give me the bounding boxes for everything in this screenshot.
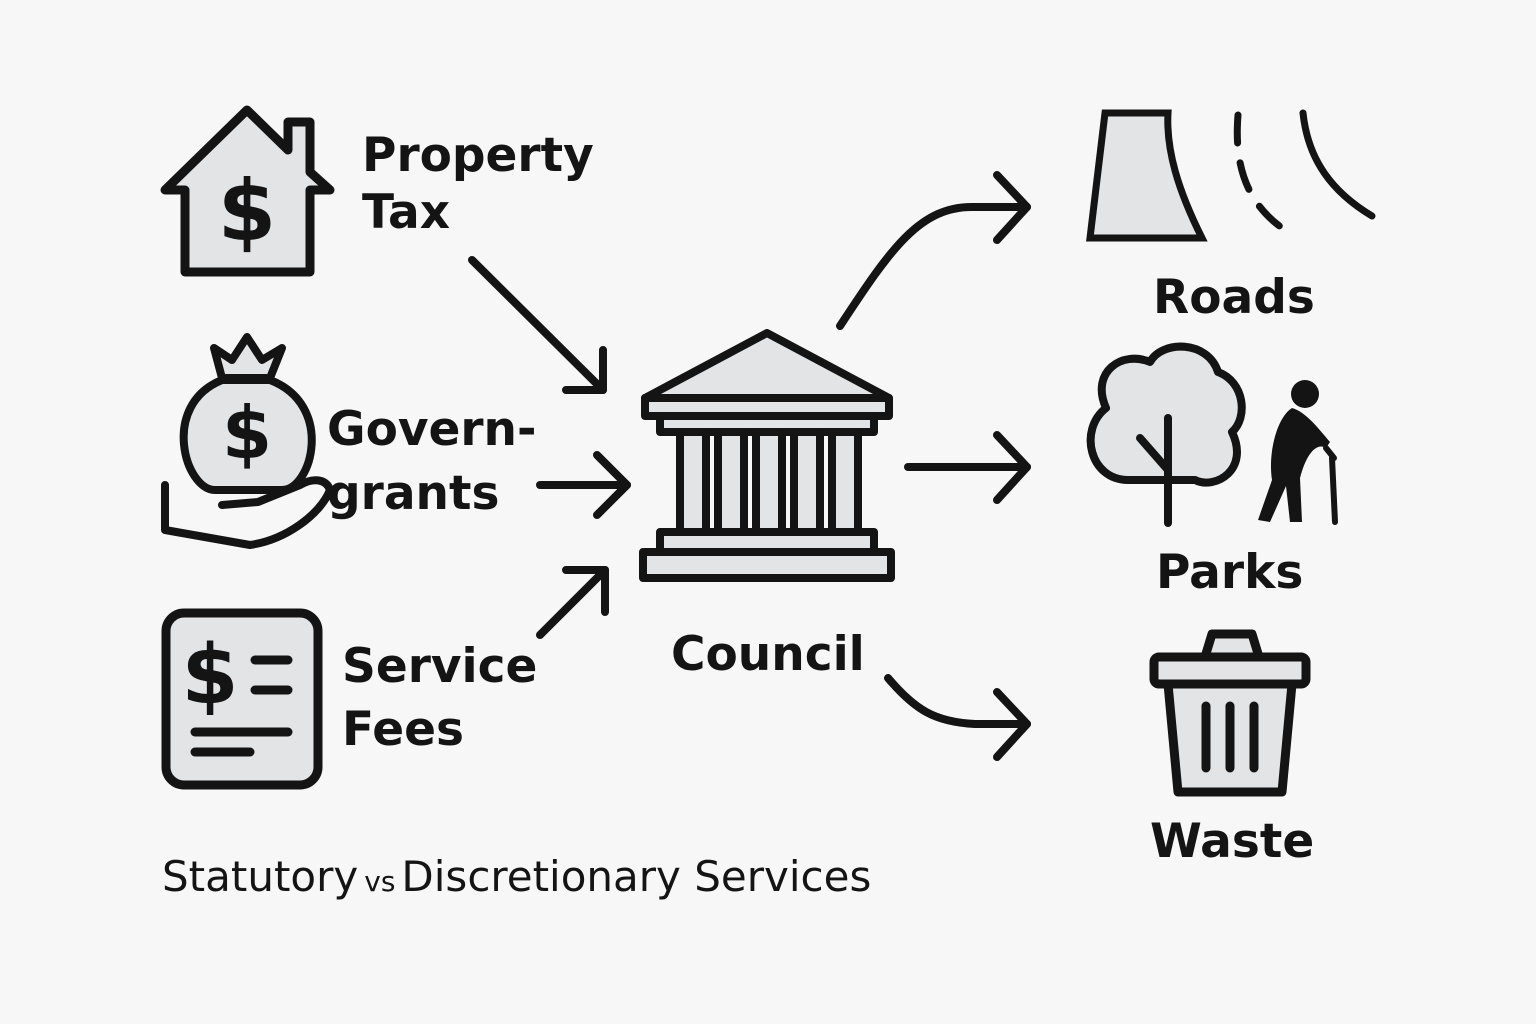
- arrow-council-to-waste: [884, 674, 1031, 761]
- invoice-dollar-icon: $: [161, 608, 323, 790]
- svg-text:$: $: [218, 162, 276, 260]
- council-label: Council: [671, 627, 865, 682]
- arrow-property-tax-to-council: [468, 256, 607, 394]
- service-fees-label: Service Fees: [342, 639, 538, 757]
- money-bag-hand-icon: $: [161, 333, 334, 549]
- svg-text:$: $: [181, 628, 238, 723]
- arrow-council-to-roads: [836, 171, 1031, 330]
- elderly-person-icon: [1258, 380, 1338, 525]
- svg-text:$: $: [222, 391, 272, 475]
- arrow-grants-to-council: [536, 451, 631, 519]
- gov-grants-label: Govern- grants: [327, 402, 537, 521]
- trash-bin-icon: [1149, 629, 1311, 797]
- government-building-icon: [639, 329, 895, 582]
- house-dollar-icon: $: [160, 105, 335, 277]
- discretionary-text: Discretionary Services: [401, 852, 872, 901]
- arrow-fees-to-council: [536, 566, 609, 639]
- vs-text: vs: [364, 865, 396, 898]
- arrow-council-to-parks: [904, 431, 1031, 504]
- parks-label: Parks: [1156, 545, 1304, 600]
- property-tax-label: Property Tax: [362, 128, 594, 241]
- roads-label: Roads: [1153, 270, 1315, 325]
- tree-and-elderly-person-icon: [1086, 342, 1338, 527]
- waste-label: Waste: [1150, 814, 1315, 869]
- statutory-text: Statutory: [162, 852, 359, 901]
- road-icon: [1086, 109, 1376, 242]
